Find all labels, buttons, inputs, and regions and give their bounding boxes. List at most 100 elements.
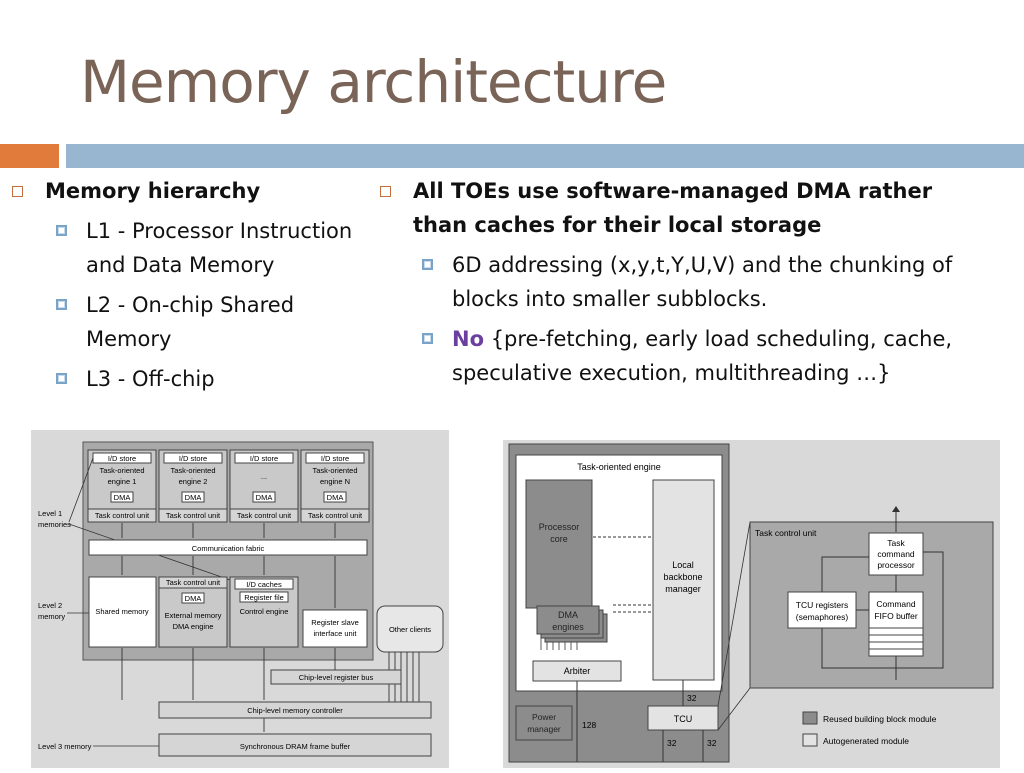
sub-bullet-square-icon	[56, 225, 67, 236]
level2-label: Level 2	[38, 601, 62, 610]
engine-label: engine 1	[108, 477, 137, 486]
level1-memories-label: memories	[38, 520, 71, 529]
arbiter-label: Arbiter	[564, 666, 591, 676]
reg-slave-label: Register slave	[311, 618, 359, 627]
engine-2: I/D store Task-oriented engine 2 DMA Tas…	[158, 449, 228, 523]
sub-bullet-line: speculative execution, multithreading …}	[452, 361, 891, 385]
ext-mem-label: DMA engine	[173, 622, 214, 631]
tcu-registers-label: (semaphores)	[796, 612, 849, 622]
tcu-registers-label: TCU registers	[796, 600, 848, 610]
bus-width-32-right: 32	[707, 738, 717, 748]
ext-mem-dma-engine	[158, 576, 228, 648]
toe-title: Task-oriented engine	[577, 462, 661, 472]
engine-label: ...	[261, 472, 267, 481]
memory-hierarchy-svg: I/D store Task-oriented engine 1 DMA Tas…	[38, 441, 444, 757]
engine-label: Task-oriented	[312, 466, 357, 475]
toe-architecture-svg: Task-oriented engine Processor core Loca…	[508, 443, 994, 763]
dma-engines-label: DMA	[558, 610, 578, 620]
engine-store-label: I/D store	[179, 454, 207, 463]
reg-slave-label: interface unit	[314, 629, 358, 638]
tcp-label: Task	[887, 538, 905, 548]
dma-engines-label: engines	[552, 622, 584, 632]
sub-bullet-square-icon	[56, 373, 67, 384]
register-file-label: Register file	[244, 593, 284, 602]
control-engine-label: Control engine	[240, 607, 289, 616]
engine-tcu-label: Task control unit	[237, 511, 292, 520]
accent-bar-orange	[0, 144, 59, 168]
fifo-label: Command	[876, 599, 915, 609]
chip-mem-ctrl-label: Chip-level memory controller	[247, 706, 343, 715]
command-fifo-buffer	[868, 591, 924, 629]
power-manager	[515, 705, 573, 741]
dma-engines	[536, 605, 600, 635]
engine-dma-label: DMA	[114, 493, 131, 502]
processor-core	[525, 479, 593, 609]
task-command-processor	[868, 532, 924, 576]
memory-hierarchy-diagram: I/D store Task-oriented engine 1 DMA Tas…	[31, 430, 449, 768]
engine-1: I/D store Task-oriented engine 1 DMA Tas…	[87, 449, 157, 523]
sub-bullet-line: blocks into smaller subblocks.	[452, 287, 768, 311]
engine-3: I/D store ... DMA Task control unit	[229, 449, 299, 523]
engine-store-label: I/D store	[250, 454, 278, 463]
mem-controller-arrows	[121, 648, 336, 732]
tcp-label: processor	[877, 560, 914, 570]
legend-reused-label: Reused building block module	[823, 714, 937, 724]
ext-mem-label: External memory	[165, 611, 222, 620]
power-manager-label: Power	[532, 712, 556, 722]
id-caches-label: I/D caches	[246, 580, 282, 589]
engine-store-label: I/D store	[321, 454, 349, 463]
sub-bullet-line: Memory	[86, 327, 172, 351]
processor-label: Processor	[539, 522, 580, 532]
sub-bullet-line: 6D addressing (x,y,t,Y,U,V) and the chun…	[452, 253, 953, 277]
right-bullet-list: All TOEs use software-managed DMA rather…	[380, 174, 1020, 390]
bullet-heading: Memory hierarchy	[45, 179, 261, 203]
sub-bullet-no: No {pre-fetching, early load scheduling,…	[422, 322, 1020, 390]
level2-memory-label: memory	[38, 612, 65, 621]
power-manager-label: manager	[527, 724, 561, 734]
level1-label: Level 1	[38, 509, 62, 518]
engine-dma-label: DMA	[327, 493, 344, 502]
engine-tcu-label: Task control unit	[308, 511, 363, 520]
bullet-square-icon	[12, 186, 23, 197]
engine-store-label: I/D store	[108, 454, 136, 463]
local-backbone-label: backbone	[663, 572, 702, 582]
sub-bullet-square-icon	[422, 333, 433, 344]
tcu-label: TCU	[674, 714, 693, 724]
engine-tcu-label: Task control unit	[95, 511, 150, 520]
sub-bullet-line: L2 - On-chip Shared	[86, 293, 295, 317]
sub-bullet-l3: L3 - Off-chip	[56, 362, 382, 396]
engine-dma-label: DMA	[256, 493, 273, 502]
dram-label: Synchronous DRAM frame buffer	[240, 742, 351, 751]
local-backbone-label: manager	[665, 584, 701, 594]
bus-width-32-top: 32	[687, 693, 697, 703]
bus-width-128: 128	[582, 720, 596, 730]
sub-bullet-line: L1 - Processor Instruction	[86, 219, 353, 243]
legend-auto-label: Autogenerated module	[823, 736, 909, 746]
ext-tcu-label: Task control unit	[166, 578, 221, 587]
chip-reg-bus-label: Chip-level register bus	[299, 673, 374, 682]
sub-bullet-text: 6D addressing (x,y,t,Y,U,V) and the chun…	[452, 248, 952, 316]
bullet-memory-hierarchy: Memory hierarchy	[12, 174, 382, 208]
local-backbone-label: Local	[672, 560, 694, 570]
processor-label: core	[550, 534, 568, 544]
accent-bar-blue	[66, 144, 1024, 168]
zoom-line-top	[717, 521, 751, 707]
legend-auto-swatch	[802, 733, 818, 747]
no-highlight: No	[452, 327, 485, 351]
sub-bullet-square-icon	[56, 299, 67, 310]
dram-frame-buffer	[158, 733, 432, 757]
tcu-registers	[787, 591, 857, 629]
bullet-heading: All TOEs use software-managed DMA rather…	[413, 174, 932, 242]
engine-label: Task-oriented	[99, 466, 144, 475]
level3-label: Level 3 memory	[38, 742, 92, 751]
fifo-slots	[868, 627, 924, 657]
heading-line: All TOEs use software-managed DMA rather	[413, 179, 933, 203]
other-clients-label: Other clients	[389, 625, 431, 634]
tcu-internal-arrows	[821, 551, 944, 680]
sub-bullet-text: L3 - Off-chip	[86, 367, 215, 391]
engine-dma-label: DMA	[185, 493, 202, 502]
